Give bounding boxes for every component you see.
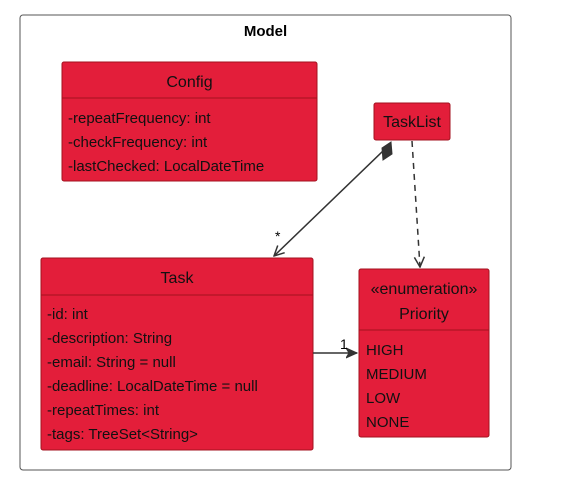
enum-priority: «enumeration» Priority HIGH MEDIUM LOW N… (358, 268, 490, 438)
task-attr-4: -repeatTimes: int (47, 402, 160, 419)
task-attr-3: -deadline: LocalDateTime = null (47, 378, 258, 395)
priority-value-3: NONE (366, 414, 409, 431)
class-task: Task -id: int -description: String -emai… (40, 257, 314, 451)
config-name: Config (166, 74, 212, 91)
class-tasklist: TaskList (373, 102, 451, 141)
relation-task-priority: 1 (313, 336, 357, 353)
config-attr-2: -lastChecked: LocalDateTime (68, 158, 264, 175)
tasklist-name: TaskList (383, 114, 441, 131)
package-title: Model (244, 23, 287, 40)
task-name: Task (161, 270, 195, 287)
priority-value-2: LOW (366, 390, 401, 407)
config-attr-0: -repeatFrequency: int (68, 110, 211, 127)
config-attr-1: -checkFrequency: int (68, 134, 208, 151)
priority-value-1: MEDIUM (366, 366, 427, 383)
composition-diamond (381, 141, 393, 161)
task-multiplicity: * (275, 228, 281, 244)
class-config: Config -repeatFrequency: int -checkFrequ… (61, 61, 318, 182)
task-attr-5: -tags: TreeSet<String> (47, 426, 198, 443)
task-attr-0: -id: int (47, 306, 89, 323)
priority-stereotype: «enumeration» (371, 281, 478, 298)
priority-multiplicity: 1 (340, 336, 348, 352)
task-attr-1: -description: String (47, 330, 172, 347)
priority-name: Priority (399, 306, 449, 323)
task-attr-2: -email: String = null (47, 354, 176, 371)
priority-value-0: HIGH (366, 342, 404, 359)
relation-tasklist-task: * (274, 141, 393, 256)
